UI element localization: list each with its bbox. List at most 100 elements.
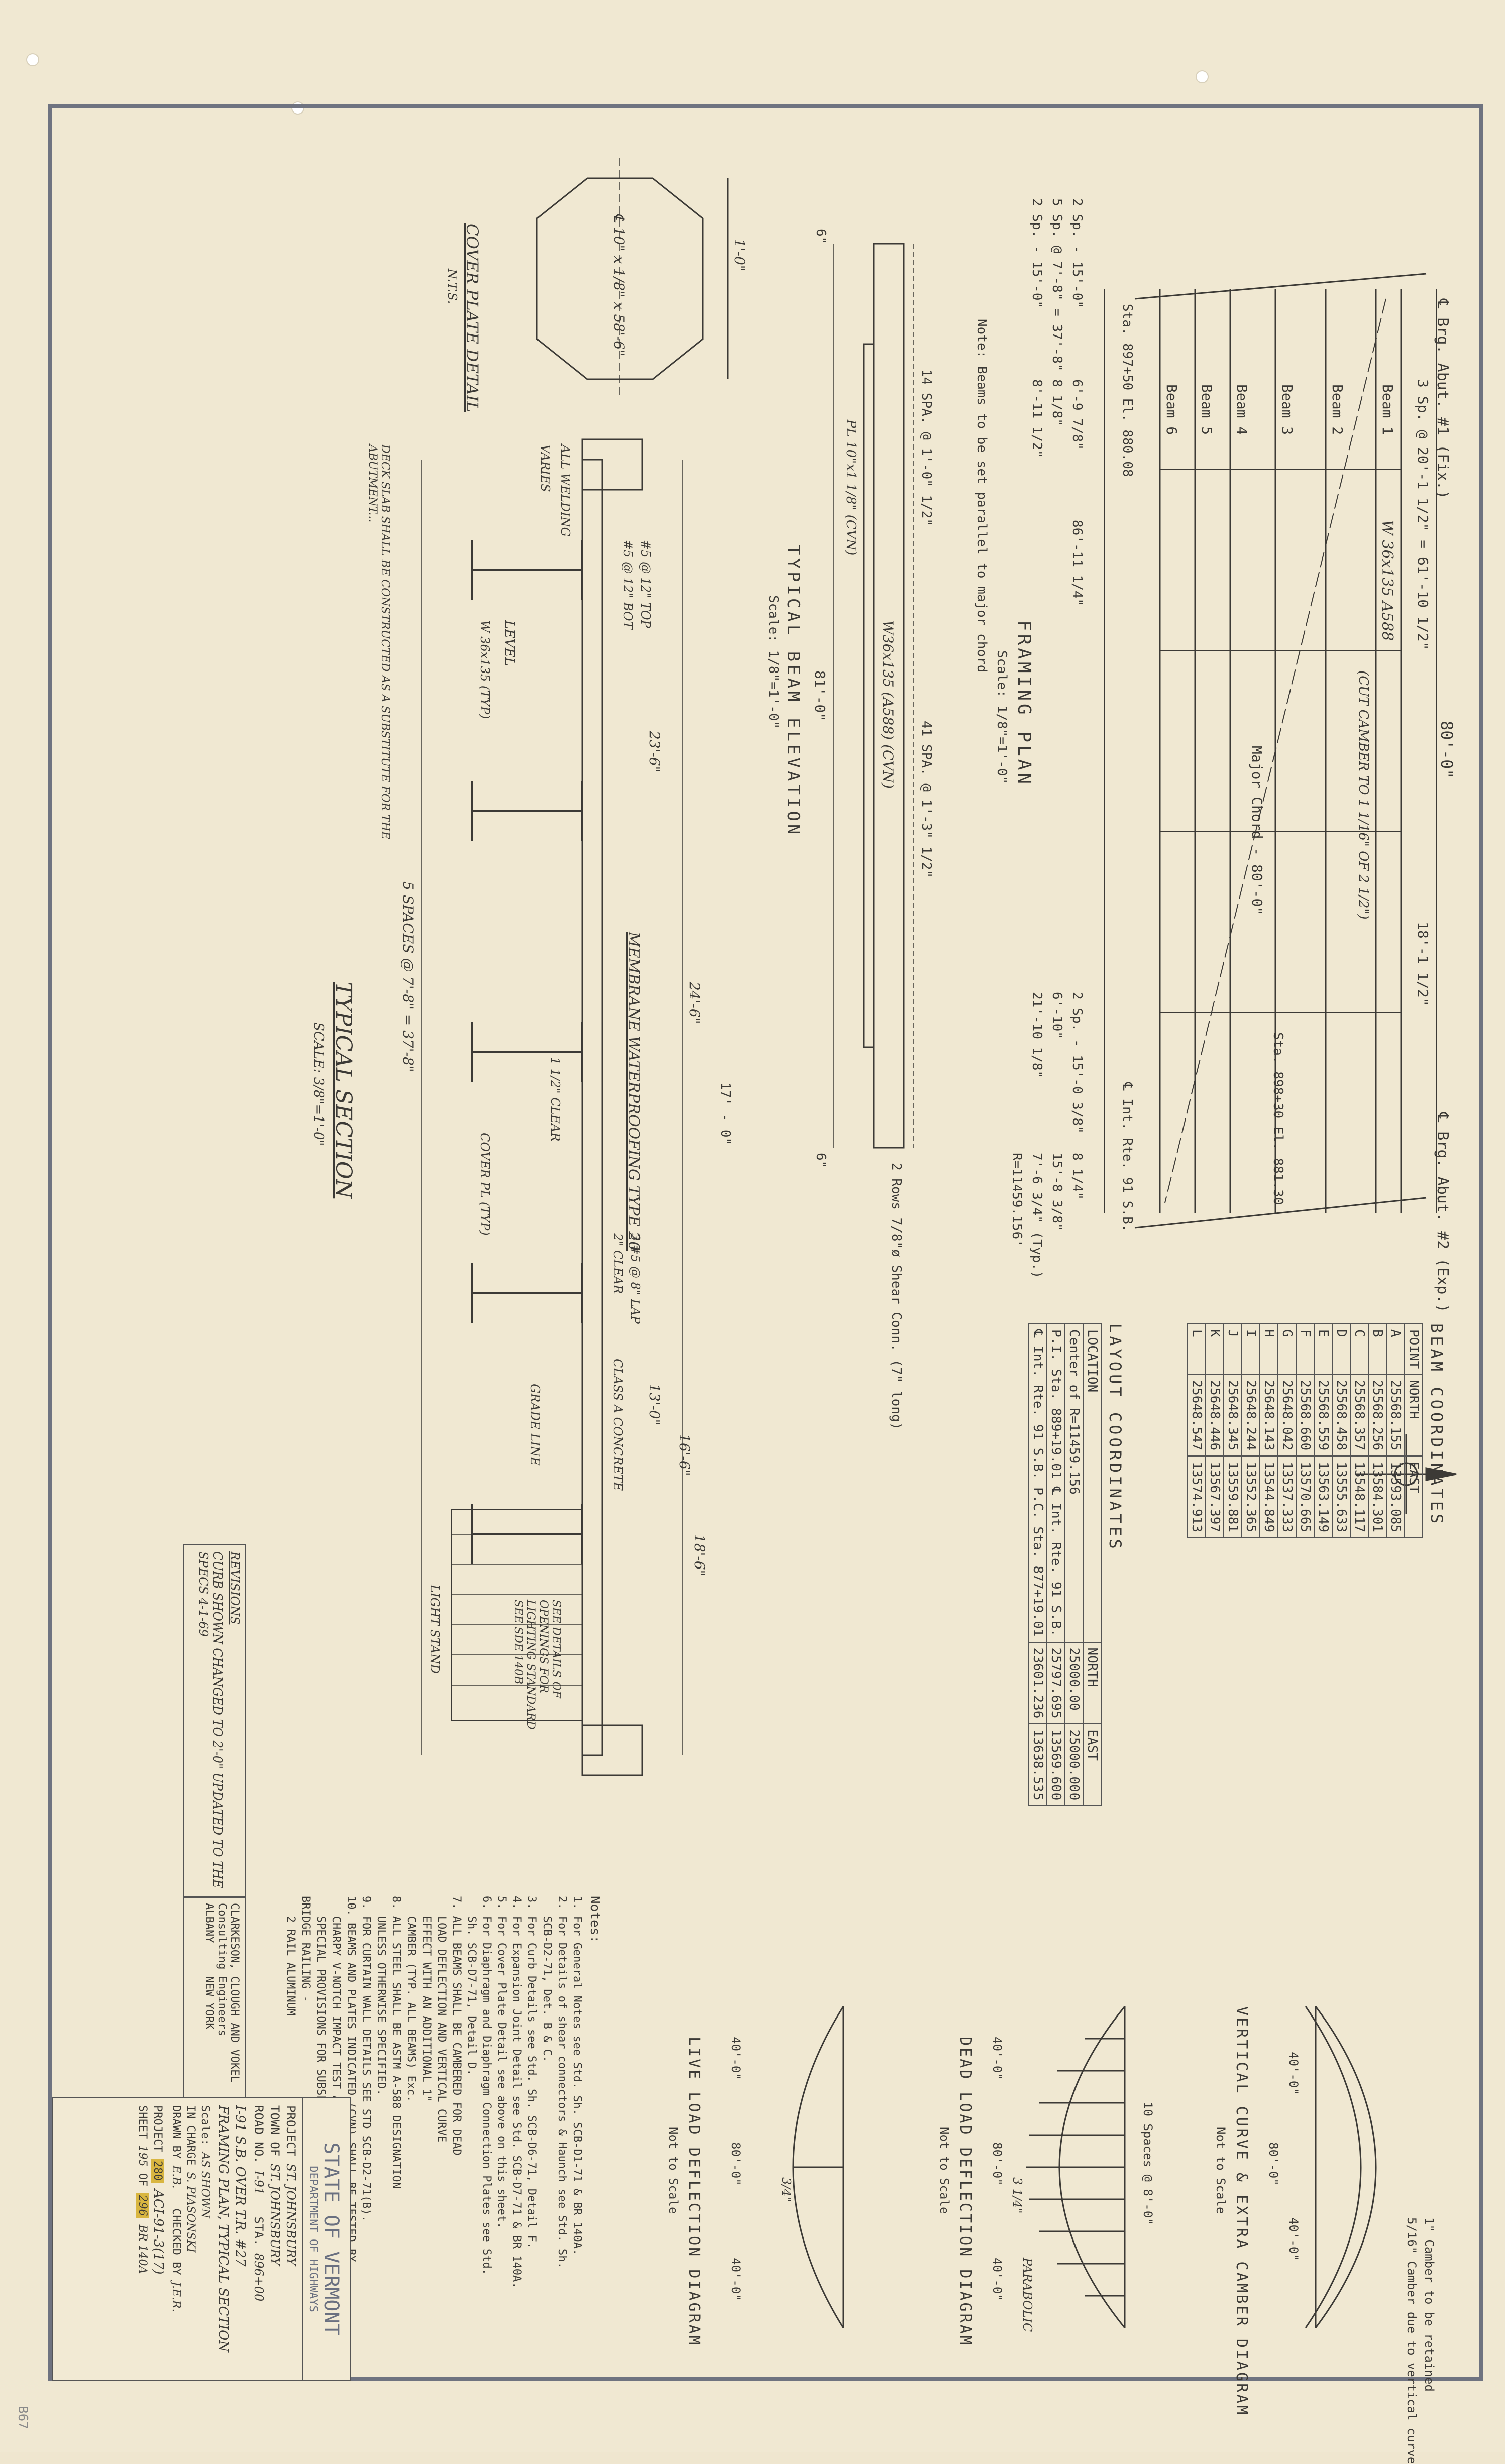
- table-cell: 13574.913: [1188, 1456, 1206, 1538]
- spacing-a: 3 Sp. @ 20'-1 1/2" = 61'-10 1/2": [1415, 379, 1431, 650]
- scale-row: Scale: AS SHOWN: [199, 2105, 211, 2218]
- bc-header: NORTH: [1405, 1374, 1423, 1457]
- typical-section-title: TYPICAL SECTION: [331, 982, 356, 1199]
- vertical-curve-drawing: [1305, 2006, 1377, 2328]
- table-cell: 25648.547: [1188, 1374, 1206, 1457]
- dl-spaces: 10 Spaces @ 8'-0": [1141, 2102, 1155, 2225]
- dead-load-title: DEAD LOAD DEFLECTION DIAGRAM: [956, 2037, 974, 2347]
- north-arrow-icon: [1356, 1434, 1457, 1514]
- bottom-ref: B67: [15, 2406, 30, 2429]
- dl-dim-1: 40'-0": [990, 2037, 1004, 2080]
- cover-plate-title: COVER PLATE DETAIL: [463, 223, 482, 412]
- framing-plan: ℄ Brg. Abut. #1 (Fix.) ℄ Brg. Abut. #2 (…: [964, 168, 1466, 1323]
- table-cell: L: [1188, 1324, 1206, 1375]
- note-item: UNLESS OTHERWISE SPECIFIED.: [375, 1896, 387, 2096]
- section-width-3: 13'-0": [646, 1384, 663, 1426]
- brg-abut-1: ℄ Brg. Abut. #1 (Fix.): [1434, 299, 1451, 499]
- beam-6-label: Beam 6: [1163, 384, 1180, 435]
- punch-hole: [291, 101, 304, 115]
- framing-plan-drawing: [1104, 273, 1437, 1229]
- note-item: 6. For Diaphragm and Diaphragm Connectio…: [480, 1896, 493, 2275]
- deck-note: DECK SLAB SHALL BE CONSTRUCTED AS A SUBS…: [366, 444, 391, 840]
- dl-parabolic: PARABOLIC: [1020, 2258, 1034, 2332]
- dead-load-diagram: 10 Spaces @ 8'-0" PARABOLIC 3 1/4" 40'-0…: [914, 1976, 1175, 2358]
- lc-header: NORTH: [1083, 1642, 1101, 1724]
- bridge-row: I-91 S.B. OVER T.R. #27: [233, 2105, 248, 2267]
- note-item: 2. For Details of shear connectors & Hau…: [556, 1896, 568, 2269]
- lc-header: LOCATION: [1083, 1324, 1101, 1642]
- table-cell: K: [1206, 1324, 1224, 1375]
- beam-elevation-title: TYPICAL BEAM ELEVATION: [783, 545, 803, 838]
- span-dim: 80'-0": [1437, 721, 1456, 779]
- note-varies: VARIES: [538, 444, 552, 492]
- section-width-5: 18'-6": [691, 1534, 708, 1577]
- table-cell: 25568.660: [1296, 1374, 1314, 1457]
- revisions-text: CURB SHOWN CHANGED TO 2'-0" UPDATED TO T…: [196, 1551, 225, 1888]
- note-item: 5. For Cover Plate Detail see above on t…: [495, 1896, 508, 2229]
- cover-plate-scale: N.T.S.: [445, 269, 459, 304]
- table-cell: 25568.155: [1386, 1374, 1405, 1457]
- right-dim-6: 7'-6 3/4" (Typ.): [1029, 1153, 1044, 1279]
- table-cell: Center of R=11459.156: [1065, 1324, 1083, 1642]
- table-cell: 25648.143: [1260, 1374, 1278, 1457]
- live-load-drawing: [792, 2006, 844, 2328]
- state-title: STATE OF VERMONT: [319, 2142, 343, 2336]
- table-cell: 23601.236: [1029, 1642, 1047, 1724]
- beam-callout: W 36x135 A588: [1378, 520, 1396, 641]
- table-cell: 13555.633: [1332, 1456, 1350, 1538]
- live-load-subtitle: Not to Scale: [666, 2127, 680, 2214]
- beam-spacing: 5 SPACES @ 7'-8" = 37'-8": [400, 881, 416, 1072]
- live-load-title: LIVE LOAD DEFLECTION DIAGRAM: [685, 2037, 703, 2347]
- ll-value: 3/4": [779, 2177, 793, 2202]
- beam-elevation-drawing: [833, 243, 914, 1149]
- section-width-1: 24'-6": [686, 982, 703, 1024]
- dept-title: DEPARTMENT OF HIGHWAYS: [302, 2098, 319, 2380]
- vc-dim-3: 80'-0": [1266, 2142, 1280, 2186]
- table-cell: 13559.881: [1224, 1456, 1242, 1538]
- bracket-note: SEE DETAILS OF OPENINGS FOR LIGHTING STA…: [512, 1600, 562, 1730]
- framing-plan-title: FRAMING PLAN: [1014, 620, 1034, 788]
- note-item: 9. FOR CURTAIN WALL DETAILS SEE STD SCB-…: [360, 1896, 372, 2222]
- typical-section-scale: SCALE: 3/8"=1'-0": [311, 1022, 326, 1146]
- note-item: 7. ALL BEAMS SHALL BE CAMBERED FOR DEAD: [450, 1896, 463, 2156]
- major-chord: Major Chord - 80'-0": [1249, 746, 1265, 916]
- left-dim-5: 8 1/8": [1049, 379, 1064, 426]
- right-dim: 17' - 0": [718, 1082, 733, 1146]
- beam-length: 81'-0": [812, 670, 828, 722]
- note-item: 1. For General Notes see Std. Sh. SCB-D1…: [571, 1896, 583, 2256]
- table-cell: 25648.244: [1242, 1374, 1260, 1457]
- station-2: Sta. 898+30 El. 881.30: [1270, 1032, 1285, 1205]
- revisions-title: REVISIONS: [228, 1551, 242, 1625]
- plate-label: ℄ 10" x 1/8" x 58'-6": [611, 213, 627, 356]
- table-cell: 25568.357: [1350, 1374, 1368, 1457]
- note-light-stand: LIGHT STAND: [427, 1585, 442, 1674]
- live-load-diagram: 3/4" 40'-0" 80'-0" 40'-0" LIVE LOAD DEFL…: [642, 1976, 894, 2358]
- table-cell: 25648.446: [1206, 1374, 1224, 1457]
- note-item: 3. For Curb Details see Std. Sh. SCB-D6-…: [525, 1896, 538, 2249]
- note-item: SCB-D2-71, Det. B & C.: [541, 1896, 553, 2063]
- revisions-box: REVISIONS CURB SHOWN CHANGED TO 2'-0" UP…: [183, 1544, 246, 1898]
- cover-plate-label: PL 10"x1 1/8" (CVN): [843, 419, 858, 556]
- right-dim-1: 2 Sp. - 15'-0 3/8": [1069, 992, 1085, 1134]
- beam-3-label: Beam 3: [1279, 384, 1296, 435]
- end-dim-right: 6": [813, 1153, 828, 1169]
- note-rebar-bot: #5 @ 12" BOT: [621, 540, 635, 629]
- consultant-box: CLARKESON, CLOUGH AND VOKEL Consulting E…: [183, 1896, 246, 2099]
- spacing-b: 18'-1 1/2": [1415, 922, 1431, 1006]
- beam-4-label: Beam 4: [1234, 384, 1250, 435]
- vertical-curve-subtitle: Not to Scale: [1214, 2127, 1228, 2214]
- ll-dim-3: 40'-0": [729, 2258, 743, 2301]
- beam-2-label: Beam 2: [1329, 384, 1346, 435]
- dead-load-subtitle: Not to Scale: [937, 2127, 951, 2214]
- table-cell: 25568.256: [1368, 1374, 1386, 1457]
- left-dim-7: 86'-11 1/4": [1069, 520, 1085, 607]
